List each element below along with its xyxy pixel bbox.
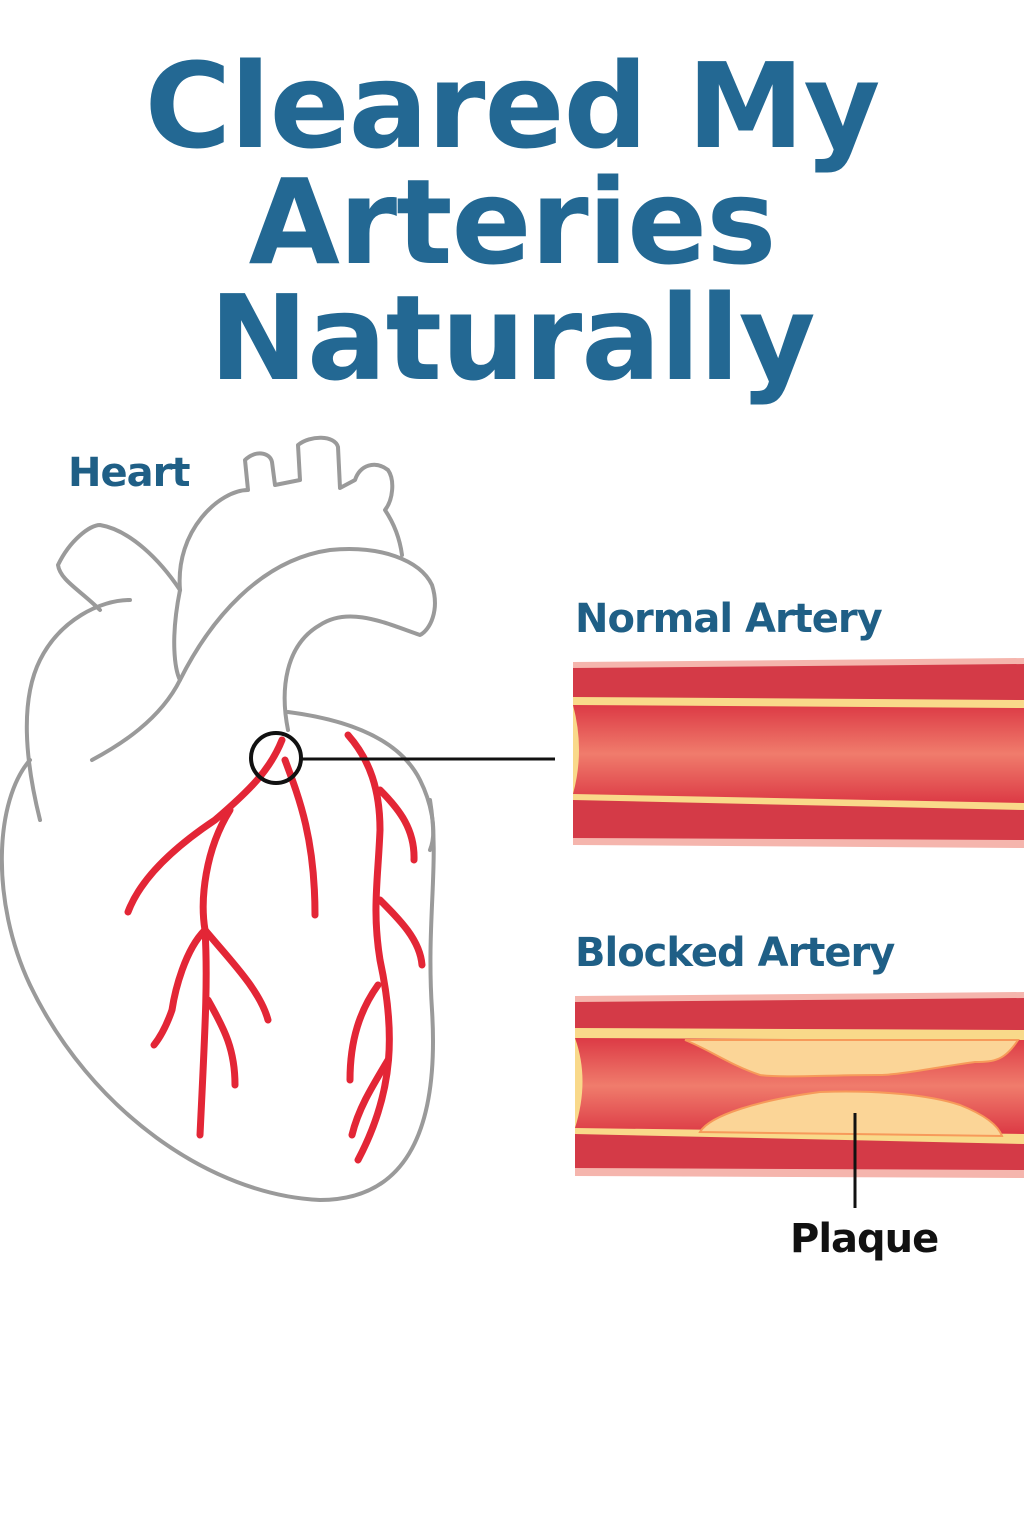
blocked-artery-label: Blocked Artery (575, 930, 895, 976)
heart-outline (0, 435, 437, 1202)
title-line-3: Naturally (209, 269, 815, 407)
coronary-vessels (124, 731, 426, 1164)
plaque-upper (684, 1039, 1020, 1078)
page-title: Cleared My Arteries Naturally (0, 37, 1024, 407)
title-line-2: Arteries (248, 153, 777, 291)
heart-label: Heart (68, 450, 190, 496)
normal-artery-label: Normal Artery (575, 596, 883, 642)
blocked-artery-illustration (575, 992, 1024, 1178)
title-line-1: Cleared My (144, 37, 881, 175)
normal-artery-illustration (573, 658, 1024, 848)
plaque-label: Plaque (790, 1216, 939, 1262)
plaque-lower (698, 1090, 1004, 1138)
